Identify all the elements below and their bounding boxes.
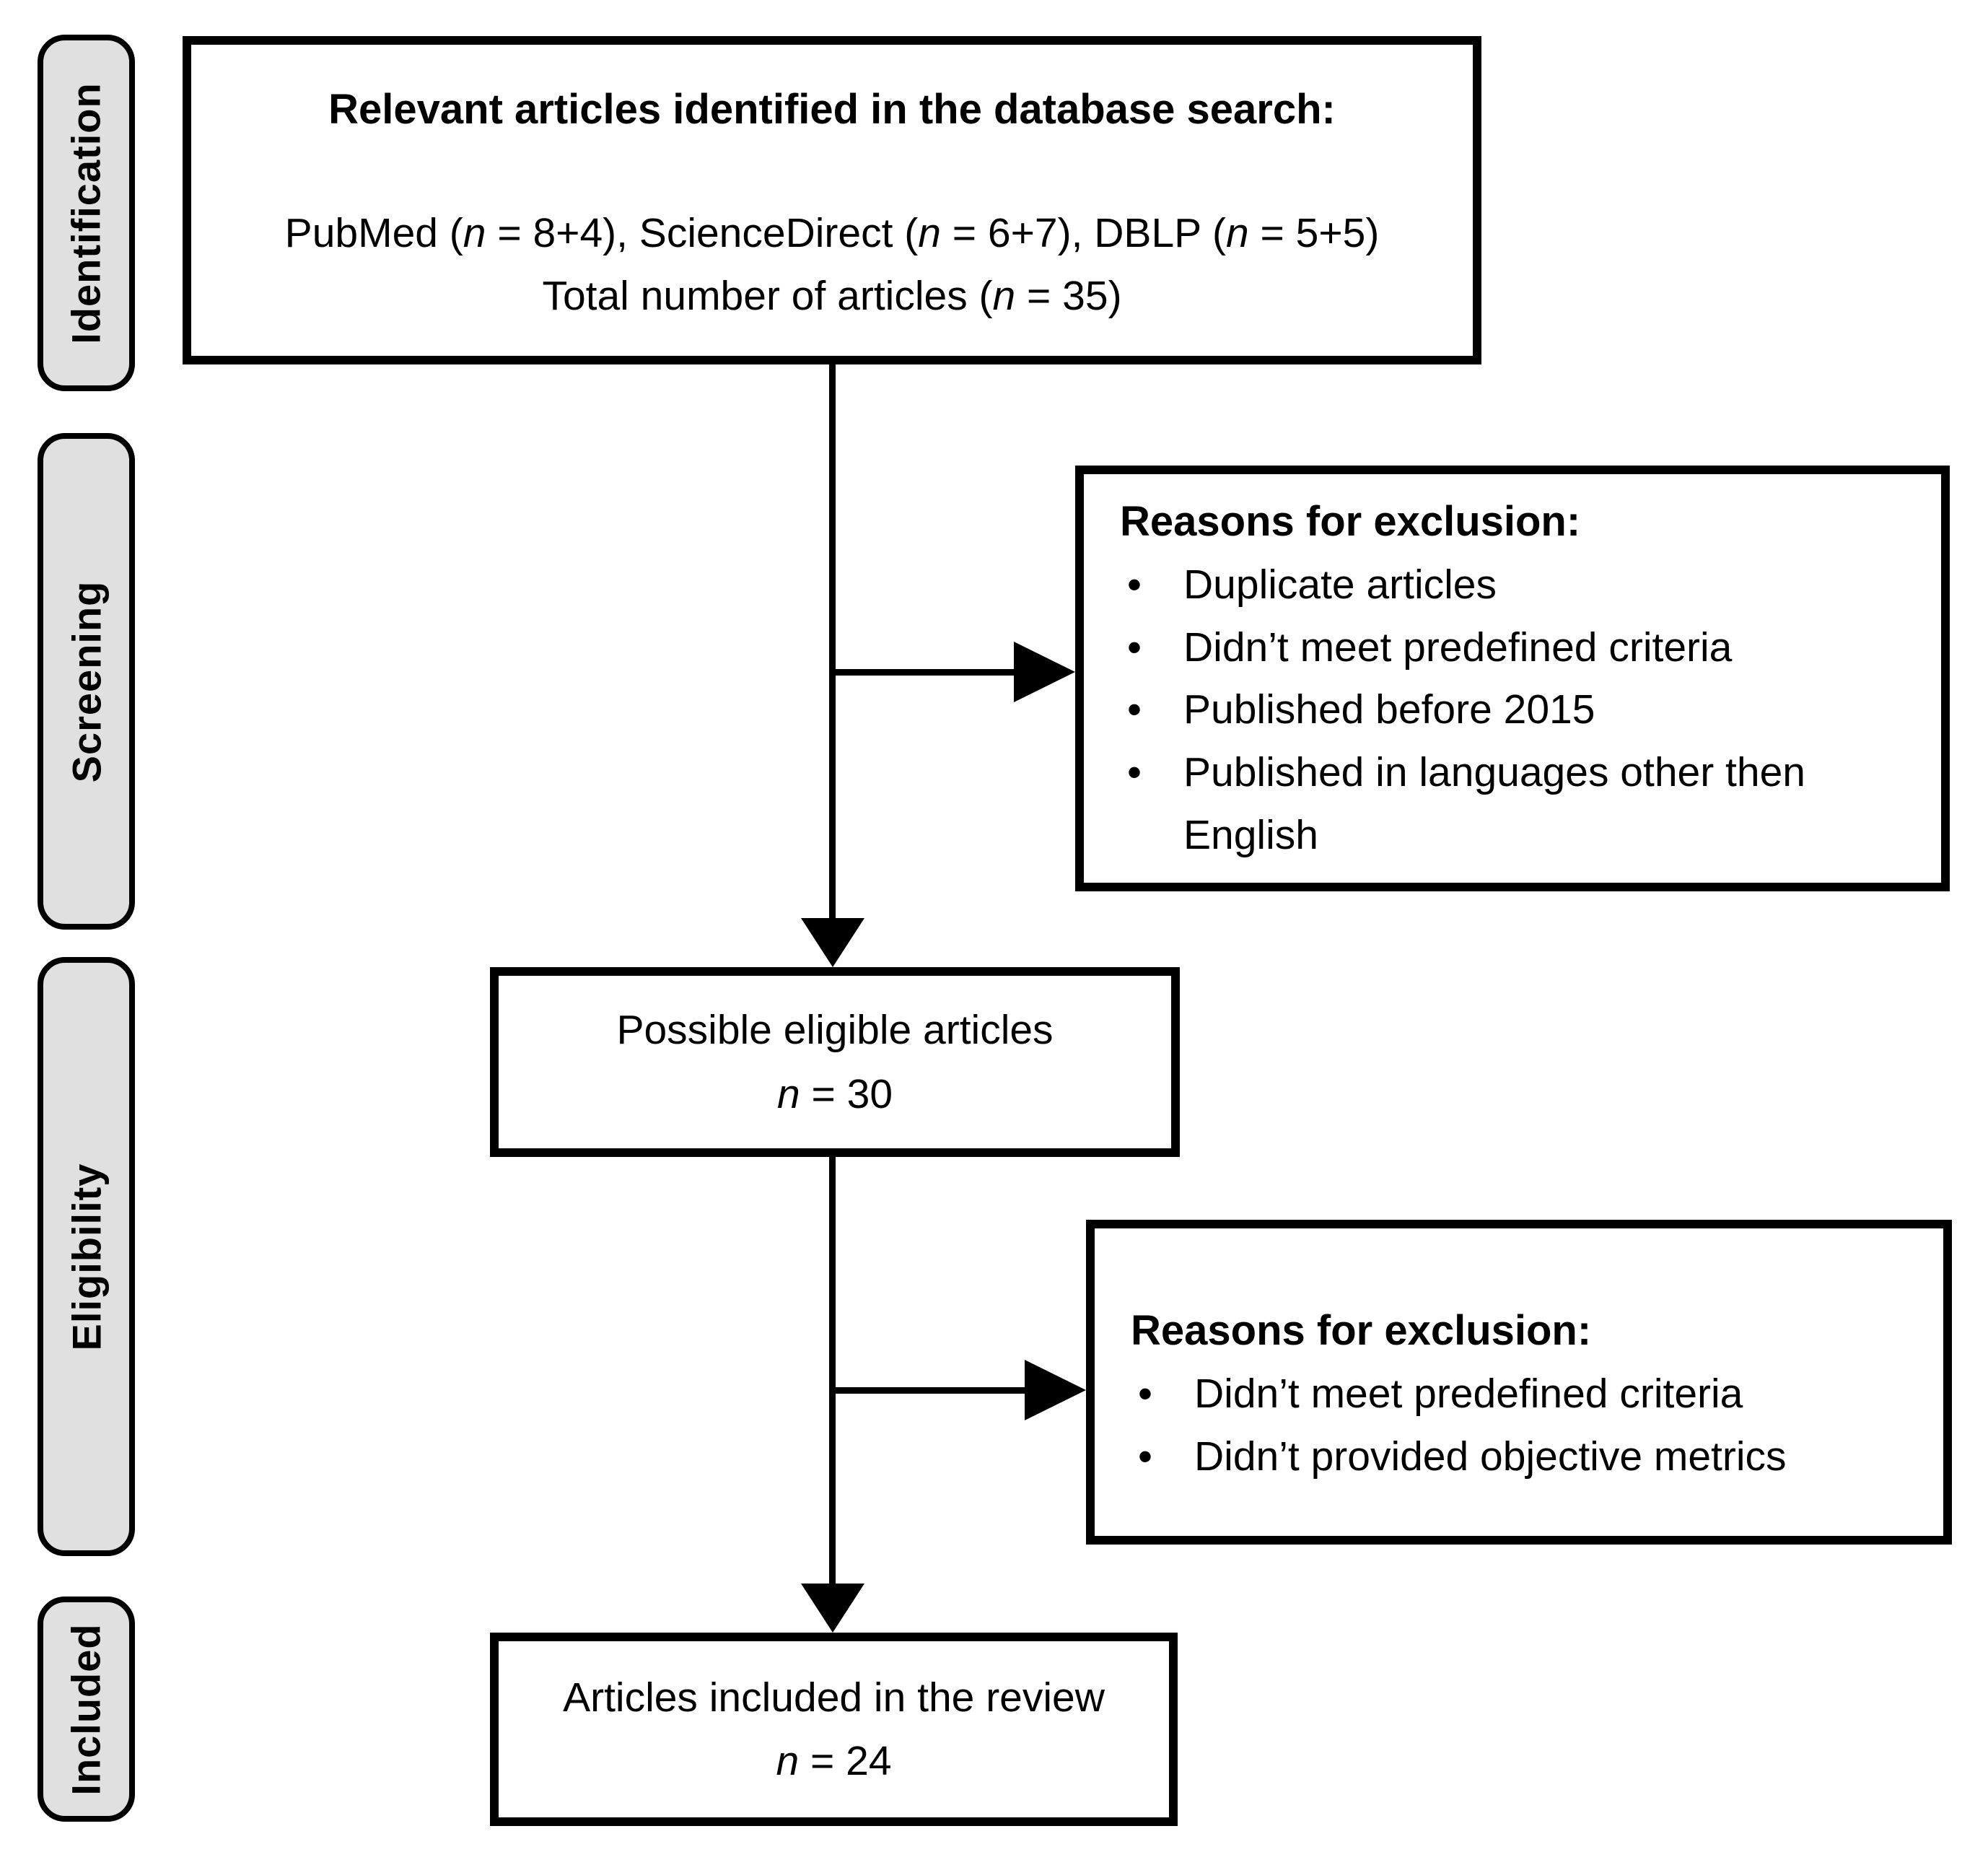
n-variable: n (1225, 210, 1249, 257)
bullet-icon: • (1127, 749, 1142, 796)
bullet-icon: • (1127, 624, 1142, 671)
eligible-articles-count: n = 30 (777, 1062, 893, 1126)
arrowhead-right-icon (1025, 1360, 1086, 1420)
eligibility-exclusion-box: Reasons for exclusion: • Didn’t meet pre… (1086, 1220, 1952, 1545)
connector-to-screening-exclusion (832, 669, 1014, 676)
arrowhead-right-icon (1014, 642, 1075, 702)
sources-text-part: PubMed ( (284, 210, 463, 257)
included-articles-line: Articles included in the review (563, 1674, 1105, 1721)
stage-identification: Identification (38, 35, 135, 391)
stage-screening-label: Screening (64, 580, 110, 782)
n-variable: n (776, 1738, 800, 1784)
stage-identification-label: Identification (64, 82, 110, 344)
sources-text-part: = 5+5) (1248, 210, 1380, 257)
count-text-part: = 24 (799, 1738, 892, 1784)
list-item: • Didn’t meet predefined criteria (1120, 616, 1915, 679)
sources-text-part: = 8+4), ScienceDirect ( (486, 210, 919, 257)
connector-eligible-to-included (829, 1157, 836, 1584)
stage-eligibility-label: Eligibility (64, 1163, 110, 1350)
identified-articles-box: Relevant articles identified in the data… (183, 36, 1481, 364)
exclusion-reason: Published before 2015 (1183, 686, 1595, 733)
identified-articles-title: Relevant articles identified in the data… (328, 86, 1336, 133)
list-item: • Didn’t provided objective metrics (1131, 1425, 1922, 1488)
connector-to-eligibility-exclusion (832, 1387, 1025, 1394)
n-variable: n (918, 210, 941, 257)
bullet-icon: • (1138, 1371, 1152, 1418)
stage-screening: Screening (38, 433, 135, 930)
total-text-part: = 35) (1015, 272, 1122, 319)
eligibility-exclusion-list: • Didn’t meet predefined criteria • Didn… (1131, 1363, 1922, 1488)
list-item: • Published before 2015 (1120, 678, 1915, 741)
eligible-articles-box: Possible eligible articles n = 30 (490, 967, 1180, 1157)
included-articles-count: n = 24 (776, 1729, 891, 1793)
exclusion-reason: Didn’t provided objective metrics (1194, 1433, 1787, 1480)
stage-eligibility: Eligibility (38, 957, 135, 1556)
arrowhead-down-icon (801, 918, 864, 967)
stage-included: Included (38, 1597, 135, 1822)
screening-exclusion-title: Reasons for exclusion: (1120, 498, 1581, 545)
screening-exclusion-box: Reasons for exclusion: • Duplicate artic… (1075, 466, 1950, 891)
sources-text-part: = 6+7), DBLP ( (940, 210, 1226, 257)
n-variable: n (992, 272, 1016, 319)
total-text-part: Total number of articles ( (542, 272, 993, 319)
n-variable: n (463, 210, 486, 257)
screening-exclusion-list: • Duplicate articles • Didn’t meet prede… (1120, 554, 1915, 866)
list-item: • Didn’t meet predefined criteria (1131, 1363, 1922, 1425)
exclusion-reason: Duplicate articles (1183, 562, 1497, 608)
eligible-articles-line: Possible eligible articles (616, 1007, 1054, 1054)
count-text-part: = 30 (800, 1070, 893, 1117)
identified-articles-total: Total number of articles (n = 35) (542, 265, 1121, 328)
list-item: • Duplicate articles (1120, 554, 1915, 616)
list-item: • Published in languages other then Engl… (1120, 741, 1915, 866)
included-articles-box: Articles included in the review n = 24 (490, 1633, 1178, 1826)
identified-articles-sources: PubMed (n = 8+4), ScienceDirect (n = 6+7… (285, 202, 1380, 265)
bullet-icon: • (1138, 1433, 1152, 1480)
eligibility-exclusion-title: Reasons for exclusion: (1131, 1307, 1592, 1354)
exclusion-reason: Published in languages other then Englis… (1183, 749, 1805, 858)
arrowhead-down-icon (801, 1584, 864, 1633)
bullet-icon: • (1127, 562, 1142, 608)
exclusion-reason: Didn’t meet predefined criteria (1183, 624, 1733, 671)
n-variable: n (776, 1070, 800, 1117)
stage-included-label: Included (64, 1622, 110, 1796)
exclusion-reason: Didn’t meet predefined criteria (1194, 1371, 1743, 1418)
connector-identification-to-eligible (829, 364, 836, 918)
bullet-icon: • (1127, 686, 1142, 733)
